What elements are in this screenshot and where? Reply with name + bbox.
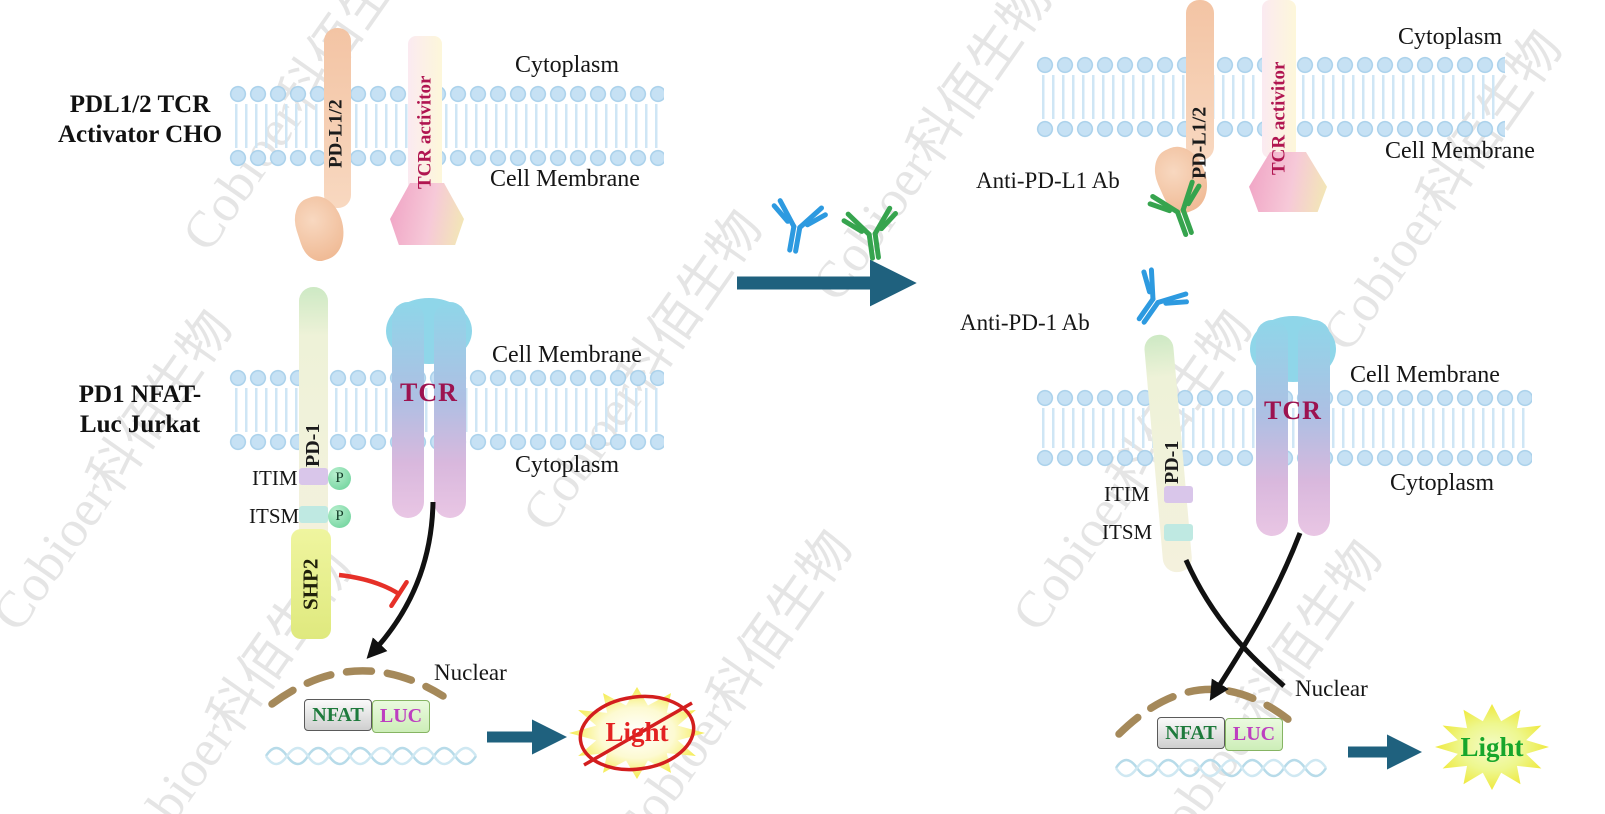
light-on-label: Light — [1460, 732, 1524, 762]
shp2-protein — [291, 529, 331, 639]
cytoplasm-top-left-label: Cytoplasm — [515, 52, 620, 78]
dna-strand-left2 — [264, 746, 478, 766]
shp2-inhibition-bar — [389, 579, 409, 609]
tcr-protein-left — [386, 298, 472, 520]
tcr-lobe — [434, 302, 466, 518]
lipid-heads — [228, 84, 664, 104]
pd1-right-label: PD-1 — [1161, 440, 1183, 485]
lipid-tails — [231, 104, 661, 148]
nfat-box-right: NFAT — [1157, 717, 1225, 749]
itsm-domain-right — [1164, 524, 1193, 541]
cell2-label-line1: PD1 NFAT- — [78, 381, 202, 408]
nuclear-right-label: Nuclear — [1295, 676, 1368, 701]
watermark: Cobioer科佰生物 — [1131, 530, 1394, 814]
pdl1-2-protein-left — [324, 28, 351, 208]
cell2-label-line2: Luc Jurkat — [79, 410, 201, 438]
tcr-signal-arrow-left — [366, 501, 436, 659]
light-off-label: Light — [605, 717, 669, 747]
cell-membrane-bottom-right-label: Cell Membrane — [1350, 362, 1500, 388]
tcr-activator-protein-left — [408, 36, 442, 194]
cell-membrane-bottom-left-label: Cell Membrane — [492, 342, 642, 368]
pd1-left-label: PD-1 — [302, 423, 324, 467]
nfat-box-left: NFAT — [304, 699, 372, 731]
tcr-activator-left-label: TCR activitor — [414, 75, 436, 189]
itim-domain-left — [299, 468, 328, 485]
pdl1-2-protein-right — [1186, 0, 1214, 160]
cytoplasm-top-right-label: Cytoplasm — [1398, 24, 1503, 50]
cell1-label-line2: Activator CHO — [57, 120, 223, 148]
tcr-protein-right — [1250, 316, 1336, 538]
watermark: Cobioer科佰生物 — [801, 0, 1064, 312]
dna-strand-left — [264, 746, 478, 766]
shp2-label: SHP2 — [298, 558, 323, 610]
cell1-label: PDL1/2 TCR Activator CHO — [35, 90, 245, 149]
anti-pd1-antibody-icon — [1120, 267, 1190, 335]
luc-box-right: LUC — [1225, 718, 1283, 751]
lipid-heads — [228, 148, 664, 168]
anti-pd1-label: Anti-PD-1 Ab — [960, 310, 1090, 335]
pdl12-right-label: PD-L1/2 — [1188, 106, 1211, 180]
luc-box-left: LUC — [372, 700, 430, 733]
tcr-lobe — [392, 302, 424, 518]
pdl12-left-label: PD-L1/2 — [325, 99, 347, 169]
watermark: Cobioer科佰生物 — [601, 520, 864, 814]
anti-pdl1-label: Anti-PD-L1 Ab — [976, 168, 1120, 193]
itsm-right-label: ITSM — [1102, 520, 1153, 544]
watermark: Cobioer科佰生物 — [0, 300, 244, 642]
cell2-label: PD1 NFAT- Luc Jurkat — [35, 380, 245, 439]
cytoplasm-bottom-right-label: Cytoplasm — [1390, 470, 1495, 496]
tcr-lobe — [1298, 320, 1330, 536]
phospho-p-itsm: P — [328, 505, 351, 528]
itim-domain-right — [1164, 486, 1193, 503]
itim-right-label: ITIM — [1104, 482, 1150, 506]
nuclear-left-label: Nuclear — [434, 660, 507, 685]
tcr-activator-protein-right — [1262, 0, 1296, 158]
tcr-lobe — [1256, 320, 1288, 536]
cytoplasm-bottom-left-label: Cytoplasm — [515, 452, 620, 478]
tcr-left-label: TCR — [400, 378, 458, 407]
tcr-right-label: TCR — [1264, 396, 1322, 425]
phospho-p-itim: P — [328, 467, 351, 490]
cell-membrane-top-right-label: Cell Membrane — [1385, 138, 1535, 164]
membrane-top-left — [228, 84, 664, 168]
cell1-label-line1: PDL1/2 TCR — [69, 91, 211, 118]
itsm-domain-left — [299, 506, 328, 523]
tcr-activator-right-label: TCR activitor — [1268, 61, 1290, 175]
cell-membrane-top-left-label: Cell Membrane — [490, 166, 640, 192]
itsm-left-label: ITSM — [249, 504, 300, 528]
itim-left-label: ITIM — [252, 466, 298, 490]
